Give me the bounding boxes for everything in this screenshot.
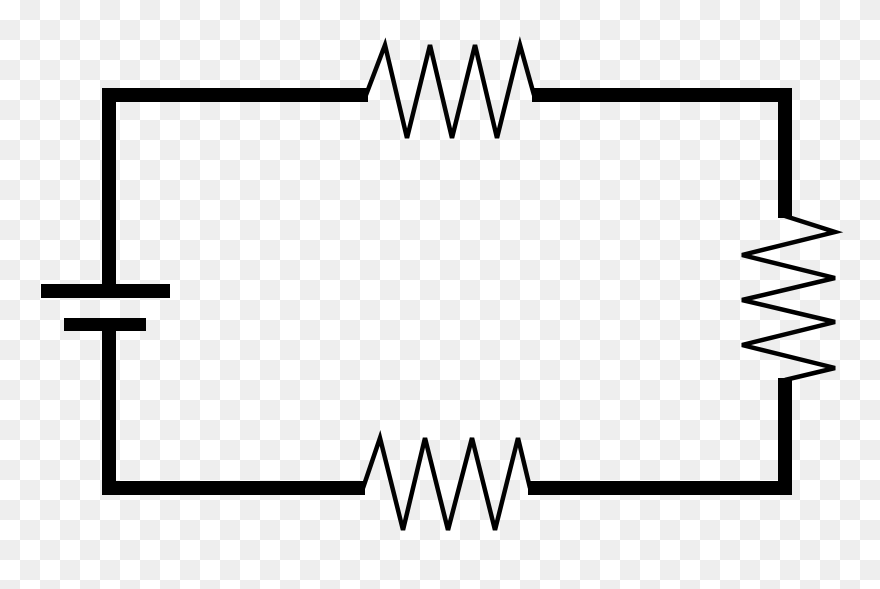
resistor-top — [363, 36, 537, 139]
wire-top-left — [102, 88, 368, 284]
resistor-right — [741, 213, 844, 383]
battery — [41, 284, 170, 331]
battery-long-plate — [41, 284, 170, 298]
wire-bottom-left — [102, 331, 365, 495]
battery-short-plate — [64, 318, 146, 331]
wire-right-bottom — [528, 378, 792, 495]
resistor-bottom — [360, 430, 533, 531]
wire-top-right — [532, 88, 792, 218]
